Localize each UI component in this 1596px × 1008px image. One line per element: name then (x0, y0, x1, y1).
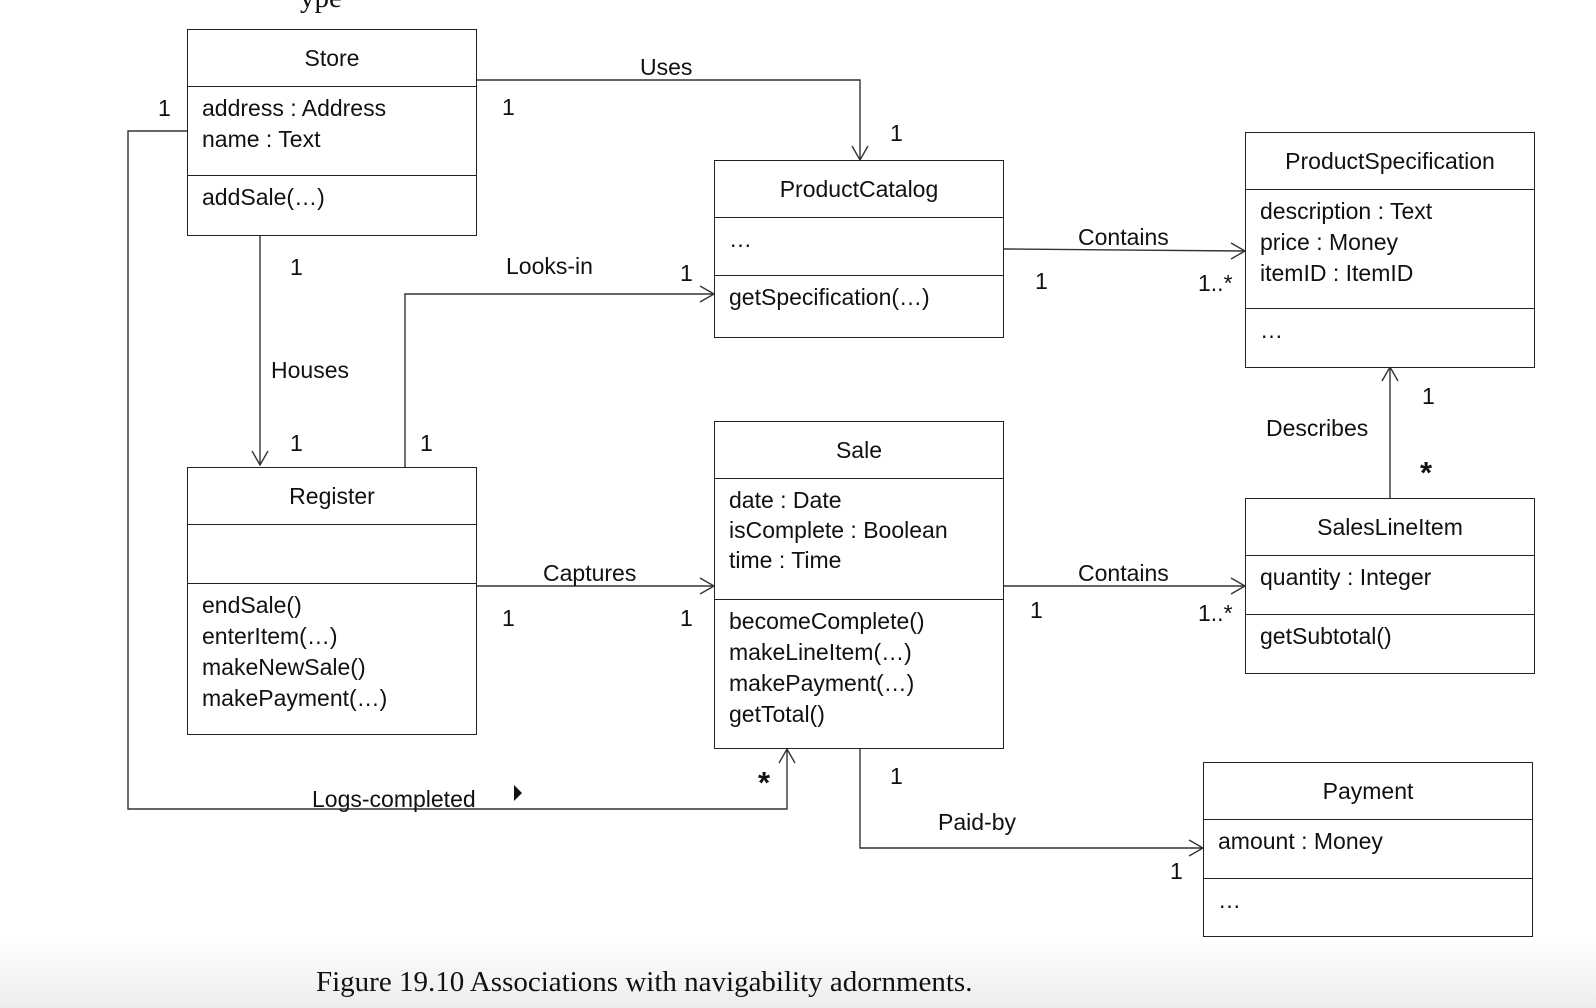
attributes-compartment: date : Date isComplete : Boolean time : … (715, 479, 1003, 600)
class-product-specification[interactable]: ProductSpecification description : Text … (1245, 132, 1535, 368)
operations-compartment: getSubtotal() (1246, 615, 1534, 652)
operation: makePayment(…) (729, 670, 915, 696)
contains-spec-target-multiplicity: 1..* (1198, 270, 1233, 296)
class-name: Store (188, 30, 476, 87)
operation: makeNewSale() (202, 654, 366, 680)
paid-by-label: Paid-by (938, 809, 1016, 835)
uses-source-multiplicity: 1 (502, 94, 515, 120)
attributes-compartment (188, 525, 476, 584)
contains-items-target-multiplicity: 1..* (1198, 600, 1233, 626)
houses-source-multiplicity: 1 (290, 254, 303, 280)
looks-in-target-multiplicity: 1 (680, 260, 693, 286)
attributes-compartment: address : Address name : Text (188, 87, 476, 176)
attributes-compartment: amount : Money (1204, 820, 1532, 879)
logs-completed-target-multiplicity: * (758, 765, 771, 800)
contains-spec-label: Contains (1078, 224, 1169, 250)
contains-items-label: Contains (1078, 560, 1169, 586)
logs-completed-label: Logs-completed (312, 786, 476, 812)
attribute: description : Text (1260, 198, 1433, 224)
operations-compartment: addSale(…) (188, 176, 476, 213)
looks-in-label: Looks-in (506, 253, 593, 279)
uses-line (468, 79, 861, 160)
operation: makeLineItem(…) (729, 639, 912, 665)
class-name: ProductSpecification (1246, 133, 1534, 190)
houses-arrowhead (251, 450, 269, 467)
operation: getTotal() (729, 701, 825, 727)
operations-compartment: endSale() enterItem(…) makeNewSale() mak… (188, 584, 476, 714)
attribute: address : Address (202, 95, 387, 121)
contains-items-source-multiplicity: 1 (1030, 597, 1043, 623)
class-name: Register (188, 468, 476, 525)
describes-label: Describes (1266, 415, 1369, 441)
figure-caption: Figure 19.10 Associations with navigabil… (316, 966, 973, 998)
describes-target-multiplicity: 1 (1422, 383, 1435, 409)
paid-by-target-multiplicity: 1 (1170, 858, 1183, 884)
captures-label: Captures (543, 560, 637, 586)
attribute: name : Text (202, 126, 321, 152)
operation: addSale(…) (202, 184, 325, 210)
paid-by-line (859, 749, 1203, 849)
operation: getSpecification(…) (729, 284, 930, 310)
operation: … (1260, 317, 1283, 343)
uses-target-multiplicity: 1 (890, 120, 903, 146)
operations-compartment: becomeComplete() makeLineItem(…) makePay… (715, 600, 1003, 730)
operation: makePayment(…) (202, 685, 388, 711)
attribute: price : Money (1260, 229, 1399, 255)
logs-completed-source-multiplicity: 1 (158, 95, 171, 121)
captures-source-multiplicity: 1 (502, 605, 515, 631)
cropped-heading-fragment: ype (300, 0, 342, 15)
class-store[interactable]: Store address : Address name : Text addS… (187, 29, 477, 236)
operations-compartment: getSpecification(…) (715, 276, 1003, 313)
attributes-compartment: quantity : Integer (1246, 556, 1534, 615)
attribute: amount : Money (1218, 828, 1383, 854)
paid-by-source-multiplicity: 1 (890, 763, 903, 789)
contains-spec-source-multiplicity: 1 (1035, 268, 1048, 294)
attribute: date : Date (729, 487, 842, 513)
class-payment[interactable]: Payment amount : Money … (1203, 762, 1533, 937)
attribute: isComplete : Boolean (729, 517, 948, 543)
logs-completed-arrowhead (778, 747, 796, 764)
bottom-shadow (0, 940, 1596, 1008)
operations-compartment: … (1246, 309, 1534, 346)
attribute: time : Time (729, 547, 842, 573)
operations-compartment: … (1204, 879, 1532, 916)
attribute: … (729, 226, 752, 252)
class-sale[interactable]: Sale date : Date isComplete : Boolean ti… (714, 421, 1004, 749)
captures-target-multiplicity: 1 (680, 605, 693, 631)
operation: enterItem(…) (202, 623, 338, 649)
operation: becomeComplete() (729, 608, 925, 634)
operation: endSale() (202, 592, 302, 618)
uses-label: Uses (640, 54, 693, 80)
attributes-compartment: … (715, 218, 1003, 276)
contains-spec-line (1003, 248, 1246, 252)
operation: … (1218, 887, 1241, 913)
class-name: Payment (1204, 763, 1532, 820)
class-register[interactable]: Register endSale() enterItem(…) makeNewS… (187, 467, 477, 735)
reading-direction-arrow-icon (514, 785, 522, 801)
class-name: ProductCatalog (715, 161, 1003, 218)
class-name: Sale (715, 422, 1003, 479)
looks-in-line (404, 293, 714, 467)
class-sales-line-item[interactable]: SalesLineItem quantity : Integer getSubt… (1245, 498, 1535, 674)
operation: getSubtotal() (1260, 623, 1392, 649)
houses-target-multiplicity: 1 (290, 430, 303, 456)
logs-completed-line (127, 130, 788, 810)
looks-in-source-multiplicity: 1 (420, 430, 433, 456)
attributes-compartment: description : Text price : Money itemID … (1246, 190, 1534, 309)
class-product-catalog[interactable]: ProductCatalog … getSpecification(…) (714, 160, 1004, 338)
describes-source-multiplicity: * (1420, 455, 1433, 490)
houses-label: Houses (271, 357, 349, 383)
attribute: quantity : Integer (1260, 564, 1432, 590)
attribute: itemID : ItemID (1260, 260, 1414, 286)
class-name: SalesLineItem (1246, 499, 1534, 556)
